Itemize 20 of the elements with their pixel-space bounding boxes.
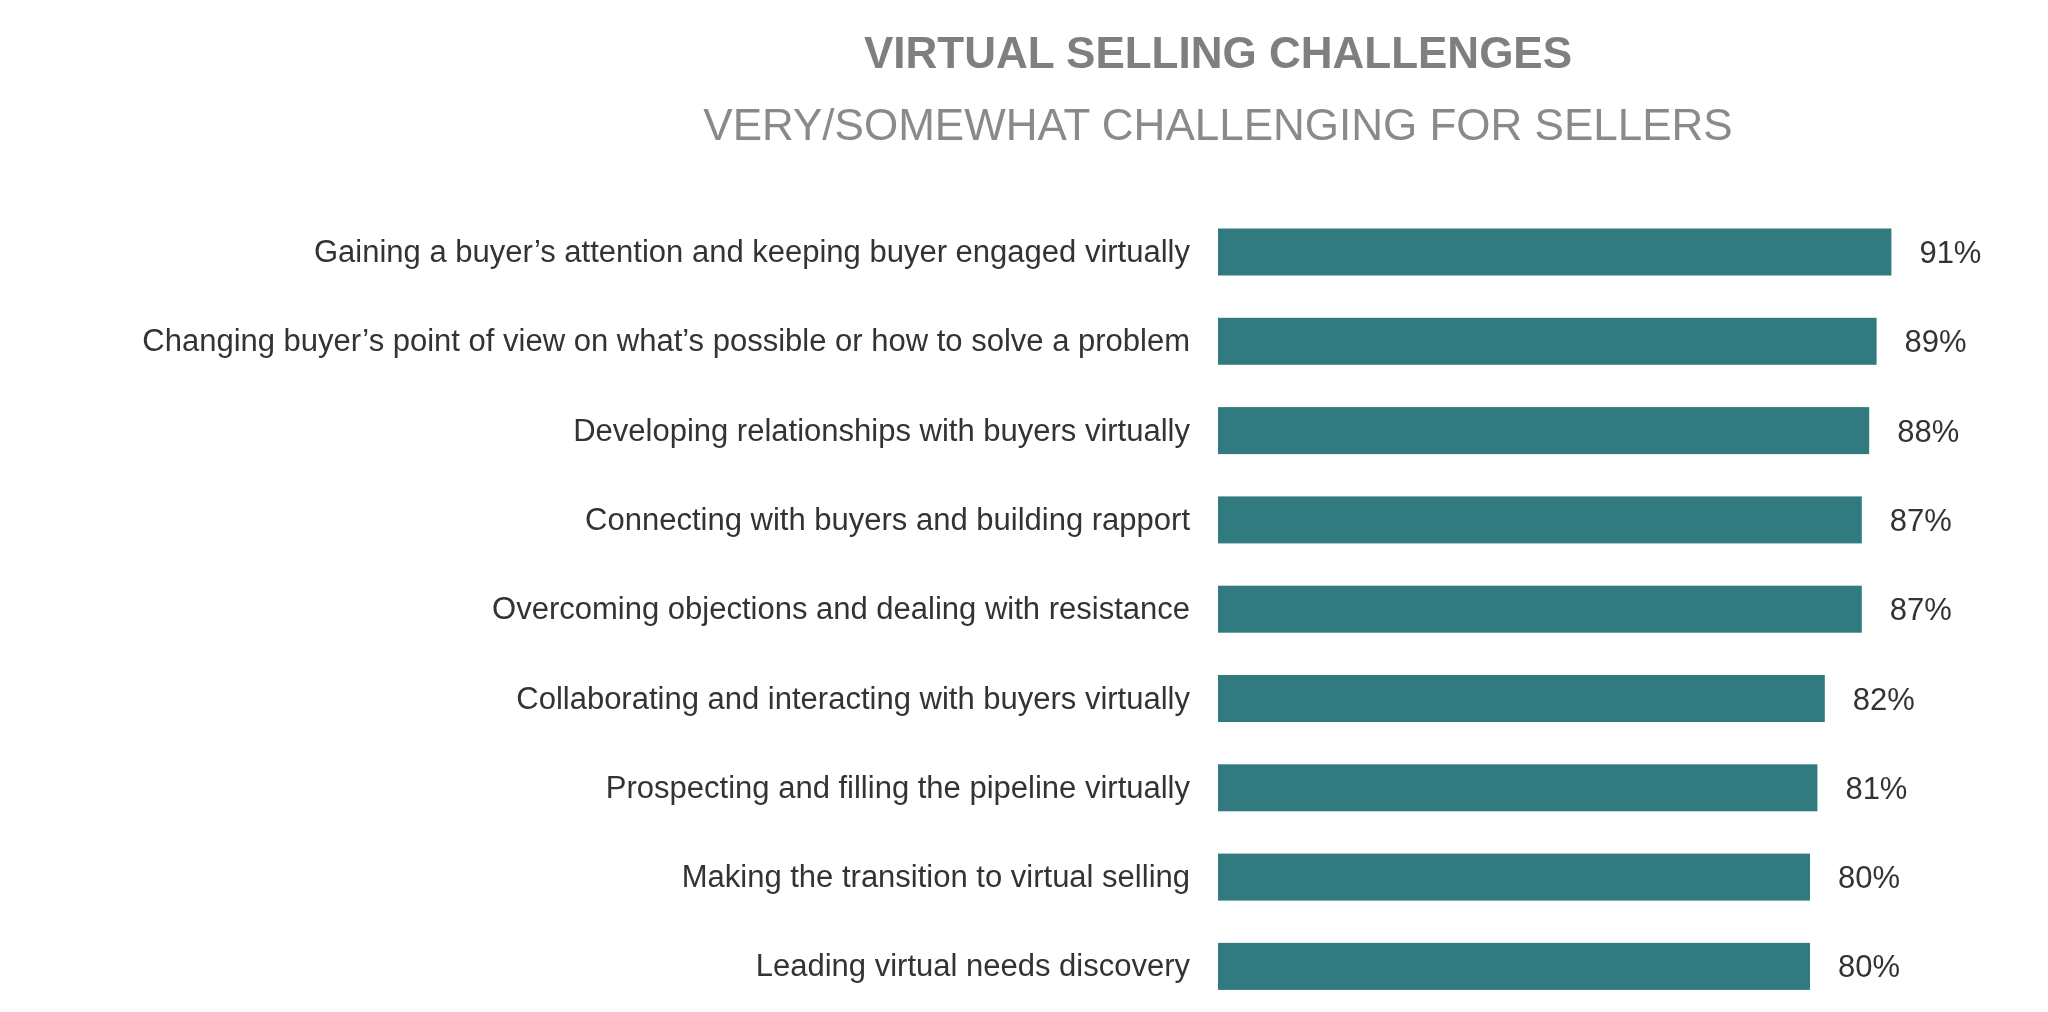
chart-title: VIRTUAL SELLING CHALLENGES [863, 28, 1573, 78]
value-label: 80% [1838, 949, 1901, 985]
category-label: Making the transition to virtual selling [681, 858, 1190, 897]
category-label: Gaining a buyer’s attention and keeping buyer engaged virtually [313, 233, 1190, 271]
value-label: 87% [1889, 502, 1952, 538]
value-label: 88% [1897, 413, 1960, 449]
category-label: Overcoming objections and dealing with resistance [492, 590, 1190, 629]
value-label: 91% [1919, 235, 1982, 270]
category-label: Developing relationships with buyers virtually [573, 411, 1190, 450]
category-label: Connecting with buyers and building rapport [585, 500, 1190, 539]
value-label: 89% [1904, 324, 1967, 360]
value-label: 82% [1852, 681, 1915, 717]
category-label: Collaborating and interacting with buyers virtually [516, 679, 1190, 718]
value-label: 81% [1845, 770, 1908, 806]
category-label: Changing buyer’s point of view on what’s possible or how to solve a problem [142, 322, 1190, 361]
category-label: Prospecting and filling the pipeline virtually [605, 768, 1190, 807]
value-label: 87% [1889, 592, 1952, 628]
value-label: 80% [1838, 860, 1901, 896]
category-label: Leading virtual needs discovery [755, 947, 1190, 986]
chart-subtitle: VERY/SOMEWHAT CHALLENGING FOR SELLERS [703, 100, 1733, 150]
